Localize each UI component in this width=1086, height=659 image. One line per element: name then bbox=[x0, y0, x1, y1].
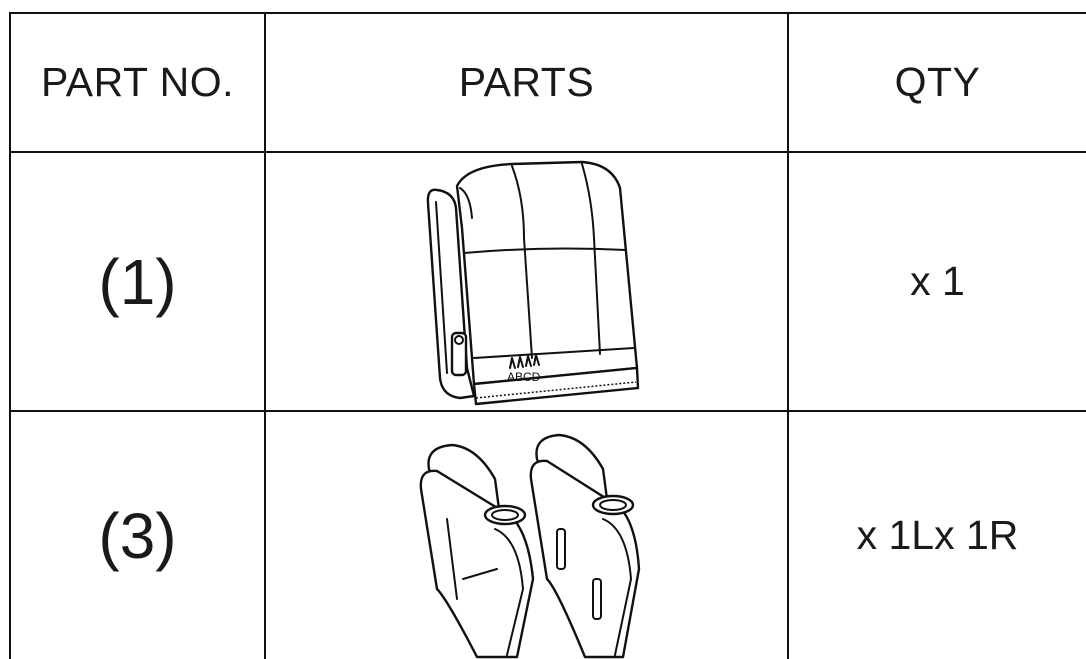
column-divider-2 bbox=[787, 12, 789, 659]
seat-back-cushion-drawing: ABCD bbox=[426, 160, 639, 405]
header-part-no: PART NO. bbox=[40, 59, 235, 105]
row-divider-2 bbox=[9, 410, 1086, 412]
armrest-pair-drawing bbox=[419, 433, 640, 659]
row-1-part-image: ABCD bbox=[266, 153, 787, 410]
row-2-qty: x 1Lx 1R bbox=[856, 512, 1019, 558]
table-border-top bbox=[9, 12, 1086, 14]
row-1-part-no: (1) bbox=[98, 245, 177, 318]
connector-labels: ABCD bbox=[507, 370, 541, 384]
table-border-left bbox=[9, 12, 11, 659]
parts-table: PART NO. PARTS QTY (1) ABCD x 1 (3 bbox=[9, 12, 1086, 659]
row-1-qty: x 1 bbox=[910, 258, 965, 304]
row-2-part-no: (3) bbox=[98, 499, 177, 572]
header-qty: QTY bbox=[894, 59, 981, 105]
row-divider-1 bbox=[9, 151, 1086, 153]
row-2-part-image bbox=[266, 412, 787, 659]
header-parts: PARTS bbox=[458, 59, 595, 105]
column-divider-1 bbox=[264, 12, 266, 659]
